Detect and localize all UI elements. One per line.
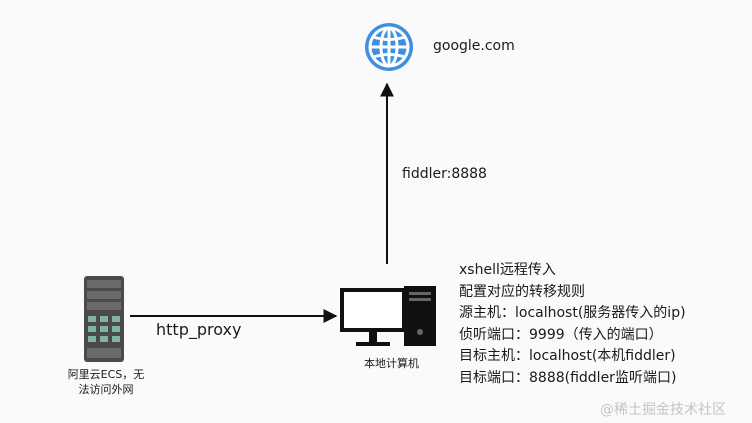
globe-icon bbox=[365, 23, 413, 71]
server-caption: 阿里云ECS，无 法访问外网 bbox=[64, 367, 148, 397]
server-caption-line-2: 法访问外网 bbox=[78, 383, 134, 396]
desktop-computer-icon bbox=[340, 286, 436, 346]
computer-caption: 本地计算机 bbox=[364, 357, 419, 370]
watermark: @稀土掘金技术社区 bbox=[600, 402, 726, 418]
note-line: 侦听端口：9999（传入的端口） bbox=[459, 326, 663, 343]
note-line: 配置对应的转移规则 bbox=[459, 283, 585, 300]
server-tower-icon bbox=[84, 276, 124, 362]
note-line: 目标主机：localhost(本机fiddler) bbox=[459, 348, 676, 364]
server-caption-line-1: 阿里云ECS，无 bbox=[67, 368, 145, 381]
note-line: 目标端口：8888(fiddler监听端口) bbox=[459, 369, 677, 386]
fiddler-port-label: fiddler:8888 bbox=[402, 166, 487, 182]
note-line: 源主机：localhost(服务器传入的ip) bbox=[459, 305, 686, 321]
port-forwarding-notes: xshell远程传入 配置对应的转移规则 源主机：localhost(服务器传入… bbox=[459, 260, 686, 389]
http-proxy-label: http_proxy bbox=[156, 320, 242, 339]
internet-domain-label: google.com bbox=[433, 38, 515, 54]
note-line: xshell远程传入 bbox=[459, 262, 556, 278]
